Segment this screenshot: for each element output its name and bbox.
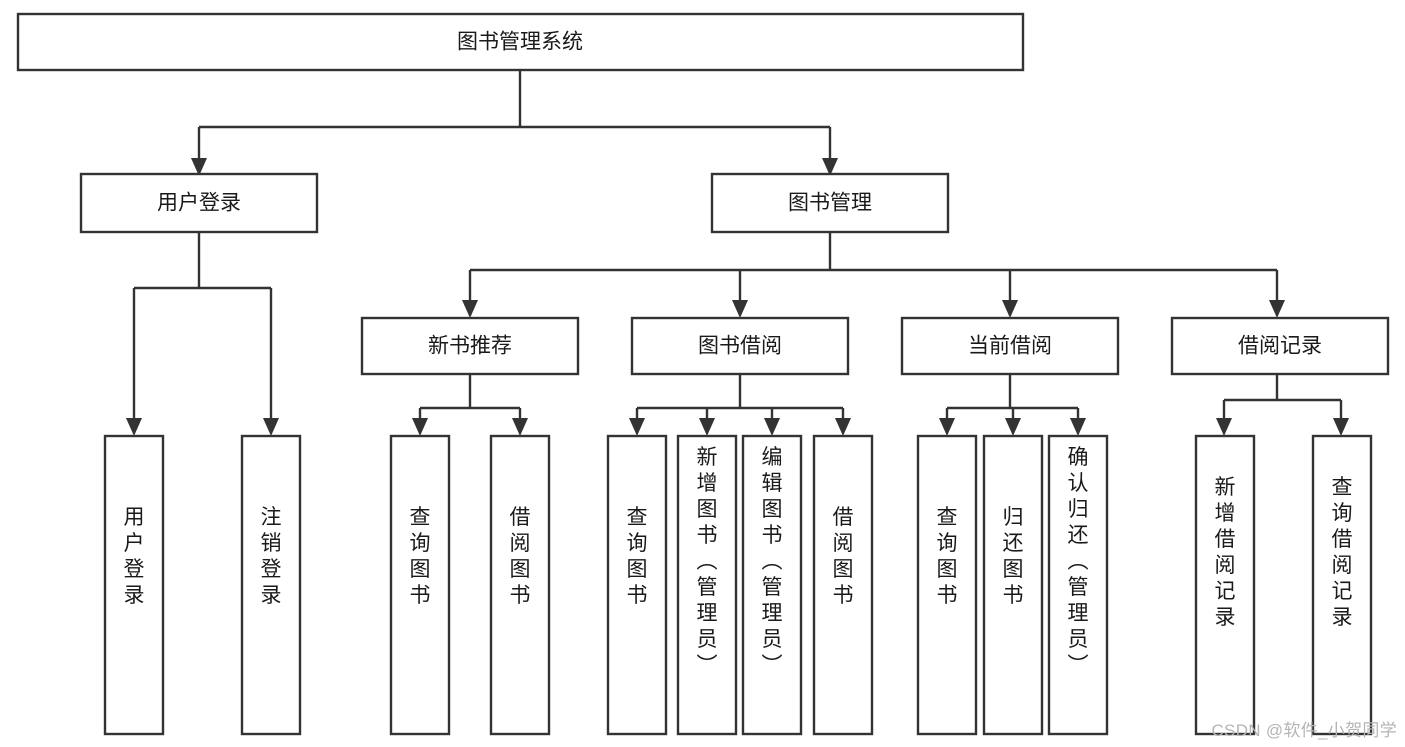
node-leaf-query-record-box[interactable] bbox=[1311, 434, 1373, 736]
node-current-borrow-label: 当前借阅 bbox=[968, 335, 1052, 358]
node-leaf-add-book[interactable]: 新增图书︵管理员︶ bbox=[676, 434, 738, 736]
node-book-manage-label: 图书管理 bbox=[788, 192, 872, 215]
arrow-user-login-leaf-1 bbox=[126, 418, 142, 436]
node-leaf-query-book-3-label: 查询图书 bbox=[937, 506, 958, 607]
node-user-login-label: 用户登录 bbox=[157, 192, 241, 215]
node-leaf-borrow-book-1-box[interactable] bbox=[489, 434, 551, 736]
node-leaf-query-book-1-box[interactable] bbox=[389, 434, 451, 736]
node-leaf-query-book-3[interactable]: 查询图书 bbox=[916, 434, 978, 736]
connectors bbox=[126, 70, 1349, 436]
node-leaf-add-record-label: 新增借阅记录 bbox=[1215, 476, 1236, 629]
node-leaf-query-book-2-box[interactable] bbox=[606, 434, 668, 736]
node-root-label: 图书管理系统 bbox=[457, 31, 583, 54]
node-root-box[interactable] bbox=[16, 12, 1025, 72]
node-leaf-return-book-label: 归还图书 bbox=[1003, 506, 1024, 607]
node-book-borrow[interactable]: 图书借阅 bbox=[630, 316, 850, 376]
node-leaf-logout-login[interactable]: 注销登录 bbox=[240, 434, 302, 736]
node-leaf-query-record[interactable]: 查询借阅记录 bbox=[1311, 434, 1373, 736]
node-leaf-add-book-box[interactable] bbox=[676, 434, 738, 736]
csdn-watermark: CSDN @软件_小贺同学 bbox=[1211, 721, 1397, 740]
node-leaf-add-record[interactable]: 新增借阅记录 bbox=[1194, 434, 1256, 736]
node-leaf-confirm-return-label: 确认归还︵管理员︶ bbox=[1068, 446, 1089, 677]
node-leaf-borrow-book-2[interactable]: 借阅图书 bbox=[812, 434, 874, 736]
arrow-bookborrow-leaf-4 bbox=[835, 418, 851, 436]
node-leaf-borrow-book-2-label: 借阅图书 bbox=[833, 506, 854, 607]
arrow-user-login-leaf-2 bbox=[263, 418, 279, 436]
node-leaf-user-login[interactable]: 用户登录 bbox=[103, 434, 165, 736]
node-book-manage-box[interactable] bbox=[710, 172, 950, 234]
arrow-borrowrecord-leaf-2 bbox=[1333, 418, 1349, 436]
node-leaf-borrow-book-2-box[interactable] bbox=[812, 434, 874, 736]
node-leaf-query-book-2-label: 查询图书 bbox=[627, 506, 648, 607]
node-new-book-recommend[interactable]: 新书推荐 bbox=[360, 316, 580, 376]
arrow-root-to-user-login bbox=[191, 158, 207, 176]
arrow-bookborrow-leaf-2 bbox=[699, 418, 715, 436]
node-user-login-box[interactable] bbox=[79, 172, 319, 234]
arrow-bookborrow-leaf-1 bbox=[629, 418, 645, 436]
node-user-login[interactable]: 用户登录 bbox=[79, 172, 319, 234]
node-borrow-record-label: 借阅记录 bbox=[1238, 335, 1322, 358]
node-new-book-recommend-label: 新书推荐 bbox=[428, 335, 512, 358]
arrow-currentborrow-leaf-2 bbox=[1005, 418, 1021, 436]
arrow-newbook-leaf-2 bbox=[512, 418, 528, 436]
node-leaf-edit-book-box[interactable] bbox=[741, 434, 803, 736]
node-leaf-user-login-box[interactable] bbox=[103, 434, 165, 736]
node-leaf-logout-login-label: 注销登录 bbox=[261, 506, 282, 607]
node-leaf-query-book-2[interactable]: 查询图书 bbox=[606, 434, 668, 736]
arrow-bm-to-current-borrow bbox=[1002, 300, 1018, 318]
arrow-root-to-book-manage bbox=[822, 158, 838, 176]
node-leaf-add-book-label: 新增图书︵管理员︶ bbox=[697, 446, 718, 677]
node-leaf-confirm-return[interactable]: 确认归还︵管理员︶ bbox=[1047, 434, 1109, 736]
node-leaf-logout-login-box[interactable] bbox=[240, 434, 302, 736]
arrow-bm-to-borrow-record bbox=[1269, 300, 1285, 318]
node-leaf-user-login-label: 用户登录 bbox=[124, 506, 145, 607]
node-leaf-borrow-book-1[interactable]: 借阅图书 bbox=[489, 434, 551, 736]
arrow-newbook-leaf-1 bbox=[412, 418, 428, 436]
arrow-bm-to-book-borrow bbox=[732, 300, 748, 318]
node-leaf-edit-book-label: 编辑图书︵管理员︶ bbox=[762, 446, 783, 677]
arrow-bm-to-new-book bbox=[462, 300, 478, 318]
node-leaf-query-book-1-label: 查询图书 bbox=[410, 506, 431, 607]
node-leaf-query-book-1[interactable]: 查询图书 bbox=[389, 434, 451, 736]
node-current-borrow[interactable]: 当前借阅 bbox=[900, 316, 1120, 376]
node-book-borrow-box[interactable] bbox=[630, 316, 850, 376]
node-borrow-record[interactable]: 借阅记录 bbox=[1170, 316, 1390, 376]
node-leaf-return-book[interactable]: 归还图书 bbox=[982, 434, 1044, 736]
node-borrow-record-box[interactable] bbox=[1170, 316, 1390, 376]
node-leaf-add-record-box[interactable] bbox=[1194, 434, 1256, 736]
arrow-borrowrecord-leaf-1 bbox=[1216, 418, 1232, 436]
node-current-borrow-box[interactable] bbox=[900, 316, 1120, 376]
arrow-currentborrow-leaf-3 bbox=[1070, 418, 1086, 436]
node-book-borrow-label: 图书借阅 bbox=[698, 335, 782, 358]
arrow-currentborrow-leaf-1 bbox=[939, 418, 955, 436]
node-leaf-borrow-book-1-label: 借阅图书 bbox=[510, 506, 531, 607]
node-leaf-edit-book[interactable]: 编辑图书︵管理员︶ bbox=[741, 434, 803, 736]
node-leaf-confirm-return-box[interactable] bbox=[1047, 434, 1109, 736]
node-root[interactable]: 图书管理系统 bbox=[16, 12, 1025, 72]
node-book-manage[interactable]: 图书管理 bbox=[710, 172, 950, 234]
node-new-book-recommend-box[interactable] bbox=[360, 316, 580, 376]
node-leaf-query-record-label: 查询借阅记录 bbox=[1332, 476, 1353, 629]
arrow-bookborrow-leaf-3 bbox=[764, 418, 780, 436]
node-leaf-query-book-3-box[interactable] bbox=[916, 434, 978, 736]
node-leaf-return-book-box[interactable] bbox=[982, 434, 1044, 736]
